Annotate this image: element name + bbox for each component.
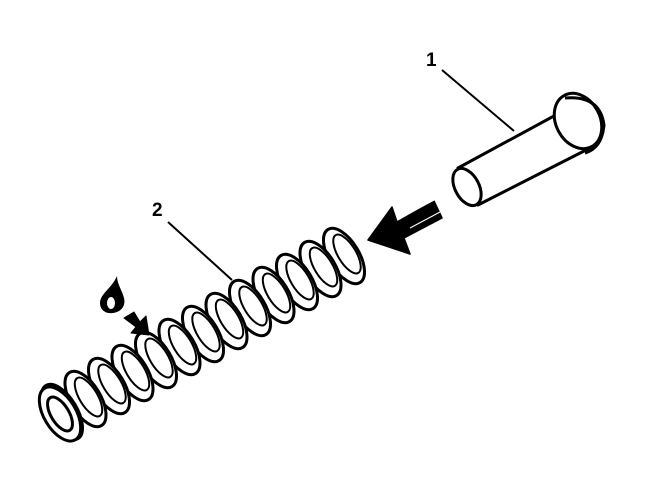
arrow-down-right-icon bbox=[123, 311, 150, 336]
oil-drop-icon bbox=[100, 276, 125, 314]
spring-coil-inner bbox=[167, 324, 198, 366]
callout-1: 1 bbox=[426, 50, 437, 71]
spring-coil-inner bbox=[238, 285, 268, 327]
spring-coil-inner bbox=[144, 337, 174, 379]
spring-coil-inner bbox=[261, 272, 292, 314]
spring-end-hole bbox=[46, 395, 74, 433]
pin-end bbox=[451, 166, 483, 208]
pin-flange-rim bbox=[564, 96, 606, 155]
spring-coil-inner bbox=[308, 246, 339, 288]
spring-coil-inner bbox=[97, 363, 127, 405]
spring-coil-inner bbox=[120, 350, 151, 392]
leader-line-2 bbox=[167, 221, 233, 281]
pin bbox=[451, 91, 606, 208]
spring-coil-inner bbox=[332, 233, 362, 275]
arrow-left-icon bbox=[367, 198, 443, 255]
spring-coil-inner bbox=[191, 311, 221, 353]
spring bbox=[37, 226, 366, 443]
leader-line-1 bbox=[441, 69, 515, 132]
callout-2: 2 bbox=[152, 200, 163, 221]
spring-coil-inner bbox=[73, 376, 104, 418]
spring-coil-inner bbox=[285, 259, 315, 301]
spring-coil-inner bbox=[214, 298, 245, 340]
